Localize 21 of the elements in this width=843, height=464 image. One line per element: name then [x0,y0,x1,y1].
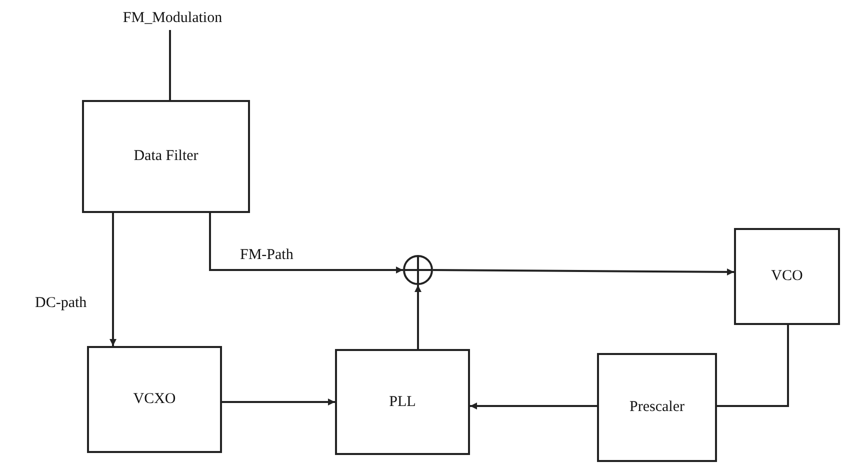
process-box [335,349,470,455]
signal-label: FM_Modulation [100,6,245,30]
process-box [734,228,840,325]
arrow [433,268,734,276]
summing-junction [403,255,433,285]
process-box [597,353,717,462]
block-label: VCO [771,268,803,285]
arrow [110,213,116,346]
edge-label: DC-path [35,295,87,312]
process-box [82,100,250,213]
arrow [222,398,335,406]
block-label: VCXO [133,391,176,408]
arrow [470,402,597,410]
process-box [87,346,222,453]
block-label: Prescaler [630,399,684,416]
arrow [209,213,403,274]
arrow [414,285,422,349]
block-label: PLL [389,394,416,410]
signal-line [169,30,171,100]
block-label: Data Filter [134,148,198,165]
signal-line [717,325,789,407]
